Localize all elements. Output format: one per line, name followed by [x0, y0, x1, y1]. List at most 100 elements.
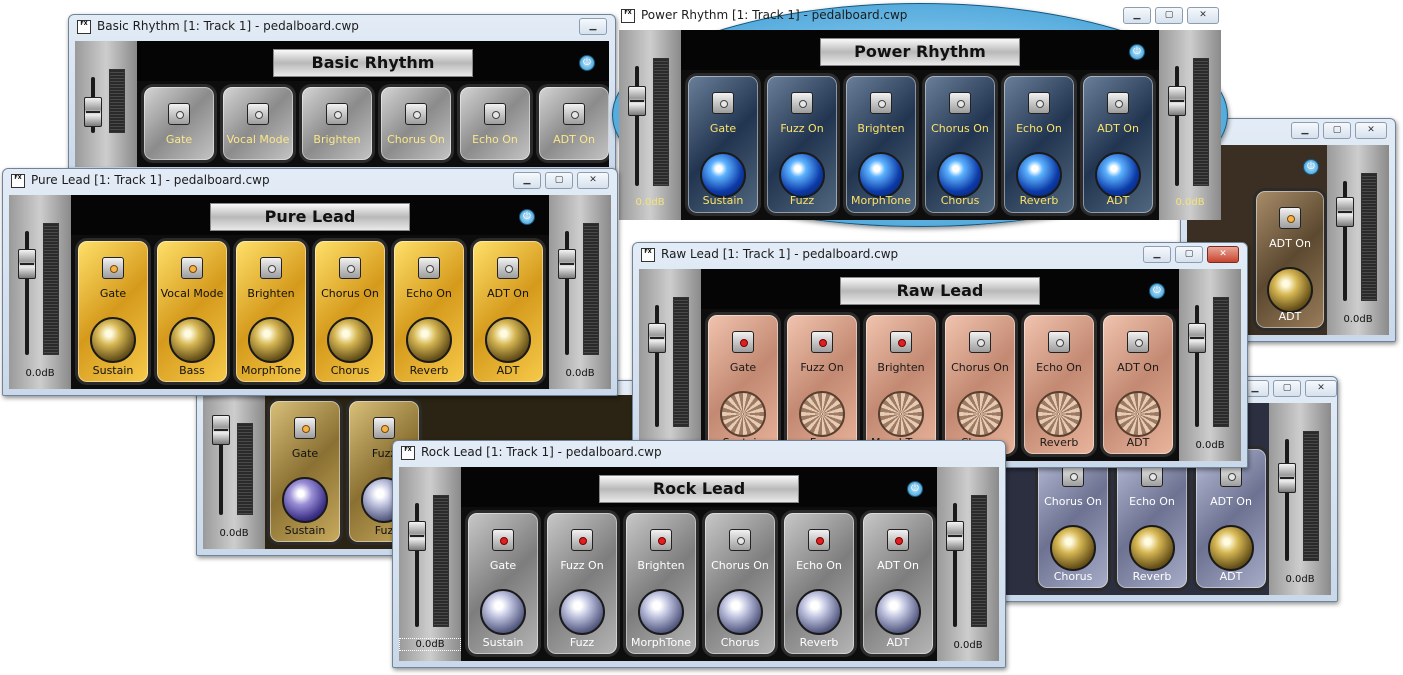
bass-knob[interactable] — [169, 317, 215, 363]
vocal-mode-switch[interactable] — [247, 103, 269, 125]
pedal-chorus[interactable]: Chorus On — [378, 84, 454, 163]
adt-switch[interactable] — [887, 529, 909, 551]
adt-switch[interactable] — [497, 257, 519, 279]
chorus-knob[interactable] — [327, 317, 373, 363]
minimize-button[interactable]: ▁ — [1291, 122, 1319, 139]
fuzz-switch[interactable] — [373, 417, 395, 439]
sustain-knob[interactable] — [700, 152, 746, 198]
chorus-knob[interactable] — [1050, 525, 1096, 571]
pedal-vocal-mode[interactable]: Vocal Mode — [220, 84, 296, 163]
brighten-switch[interactable] — [260, 257, 282, 279]
brighten-switch[interactable] — [890, 331, 912, 353]
window-back-brown[interactable]: ▁ ▢ ✕ ⏻ ADT On ADT 0.0dB — [1180, 118, 1396, 342]
close-button[interactable]: ✕ — [1207, 246, 1239, 263]
output-fader[interactable] — [1188, 323, 1206, 353]
adt-knob[interactable] — [1095, 152, 1141, 198]
reverb-knob[interactable] — [1016, 152, 1062, 198]
sustain-knob[interactable] — [90, 317, 136, 363]
power-button[interactable]: ⏻ — [1129, 44, 1145, 60]
maximize-button[interactable]: ▢ — [1273, 380, 1301, 397]
pedal-adt[interactable]: ADT On ADT — [1253, 188, 1327, 331]
output-fader[interactable] — [1336, 197, 1354, 227]
maximize-button[interactable]: ▢ — [1323, 122, 1351, 139]
minimize-button[interactable]: ▁ — [1123, 7, 1151, 24]
pedal-chorus[interactable]: Chorus On Chorus — [1035, 446, 1111, 591]
close-button[interactable]: ✕ — [1355, 122, 1387, 139]
echo-switch[interactable] — [1141, 465, 1163, 487]
pedal-echo[interactable]: Echo On Reverb — [1114, 446, 1190, 591]
gate-switch[interactable] — [168, 103, 190, 125]
brighten-switch[interactable] — [326, 103, 348, 125]
power-button[interactable]: ⏻ — [579, 55, 595, 71]
titlebar[interactable]: ▁ ▢ ✕ — [1181, 119, 1395, 143]
reverb-knob[interactable] — [796, 589, 842, 635]
window-rock-lead[interactable]: FX Rock Lead [1: Track 1] - pedalboard.c… — [392, 440, 1006, 668]
echo-switch[interactable] — [1048, 331, 1070, 353]
adt-switch[interactable] — [1279, 207, 1301, 229]
echo-switch[interactable] — [484, 103, 506, 125]
morphtone-knob[interactable] — [878, 391, 924, 437]
titlebar[interactable]: FX Rock Lead [1: Track 1] - pedalboard.c… — [393, 441, 1005, 465]
adt-switch[interactable] — [563, 103, 585, 125]
window-basic-rhythm[interactable]: FX Basic Rhythm [1: Track 1] - pedalboar… — [68, 14, 616, 174]
gate-switch[interactable] — [732, 331, 754, 353]
adt-switch[interactable] — [1220, 465, 1242, 487]
output-fader[interactable] — [1168, 86, 1186, 116]
adt-knob[interactable] — [485, 317, 531, 363]
power-button[interactable]: ⏻ — [1303, 159, 1319, 175]
close-button[interactable]: ✕ — [1305, 380, 1337, 397]
chorus-switch[interactable] — [1062, 465, 1084, 487]
chorus-switch[interactable] — [405, 103, 427, 125]
fuzz-switch[interactable] — [571, 529, 593, 551]
brighten-switch[interactable] — [870, 92, 892, 114]
input-fader[interactable] — [212, 415, 230, 445]
minimize-button[interactable]: ▁ — [579, 18, 607, 35]
brighten-switch[interactable] — [650, 529, 672, 551]
output-fader[interactable] — [558, 249, 576, 279]
chorus-switch[interactable] — [949, 92, 971, 114]
window-power-rhythm[interactable]: FX Power Rhythm [1: Track 1] - pedalboar… — [612, 3, 1228, 227]
chorus-knob[interactable] — [717, 589, 763, 635]
pedal-adt[interactable]: ADT On — [536, 84, 609, 163]
morphtone-knob[interactable] — [248, 317, 294, 363]
output-fader[interactable] — [1278, 463, 1296, 493]
maximize-button[interactable]: ▢ — [1155, 7, 1183, 24]
fuzz-knob[interactable] — [779, 152, 825, 198]
gate-switch[interactable] — [102, 257, 124, 279]
input-fader[interactable] — [628, 86, 646, 116]
sustain-knob[interactable] — [480, 589, 526, 635]
maximize-button[interactable]: ▢ — [1175, 246, 1203, 263]
chorus-knob[interactable] — [937, 152, 983, 198]
adt-switch[interactable] — [1107, 92, 1129, 114]
minimize-button[interactable]: ▁ — [1241, 380, 1269, 397]
chorus-switch[interactable] — [729, 529, 751, 551]
gate-switch[interactable] — [492, 529, 514, 551]
adt-knob[interactable] — [1208, 525, 1254, 571]
minimize-button[interactable]: ▁ — [1143, 246, 1171, 263]
adt-switch[interactable] — [1127, 331, 1149, 353]
input-fader[interactable] — [408, 521, 426, 551]
output-fader[interactable] — [946, 521, 964, 551]
gate-switch[interactable] — [294, 417, 316, 439]
window-raw-lead[interactable]: FX Raw Lead [1: Track 1] - pedalboard.cw… — [632, 242, 1248, 468]
minimize-button[interactable]: ▁ — [513, 172, 541, 189]
chorus-knob[interactable] — [957, 391, 1003, 437]
pedal-brighten[interactable]: Brighten — [299, 84, 375, 163]
reverb-knob[interactable] — [1036, 391, 1082, 437]
adt-knob[interactable] — [1267, 267, 1313, 313]
